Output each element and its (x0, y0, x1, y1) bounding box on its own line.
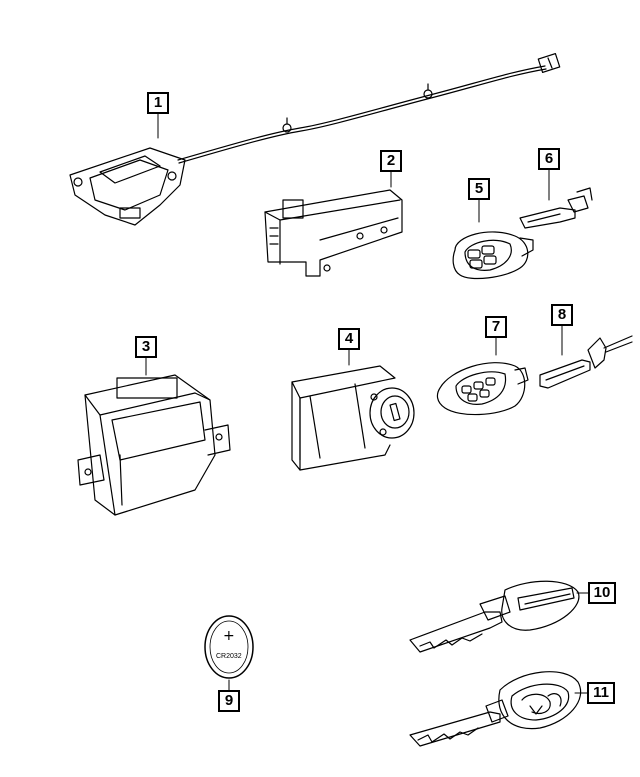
callout-4: 4 (338, 328, 360, 350)
callout-10: 10 (588, 582, 616, 604)
emergency-key-blade-icon (519, 187, 593, 229)
proximity-fob-icon (452, 231, 534, 280)
ram-logo-key-icon (409, 671, 582, 747)
callout-8: 8 (551, 304, 573, 326)
callout-7: 7 (485, 316, 507, 338)
antenna-harness-module-icon (69, 52, 561, 226)
callout-5: 5 (468, 178, 490, 200)
leader-lines (145, 113, 589, 694)
callout-1: 1 (147, 92, 169, 114)
battery-type-label: CR2032 (216, 653, 242, 660)
callout-11: 11 (587, 682, 615, 704)
callout-6: 6 (538, 148, 560, 170)
fob-integrated-key-icon (436, 362, 529, 416)
callout-3: 3 (135, 336, 157, 358)
key-blank-icon (539, 335, 633, 389)
callout-9: 9 (218, 690, 240, 712)
callout-2: 2 (380, 150, 402, 172)
key-with-transponder-icon (409, 580, 580, 653)
bracket-module-icon (264, 189, 403, 277)
ignition-switch-icon (291, 365, 415, 471)
battery-polarity-symbol: + (223, 628, 235, 644)
control-module-icon (77, 374, 231, 516)
coin-battery-icon (204, 615, 254, 679)
